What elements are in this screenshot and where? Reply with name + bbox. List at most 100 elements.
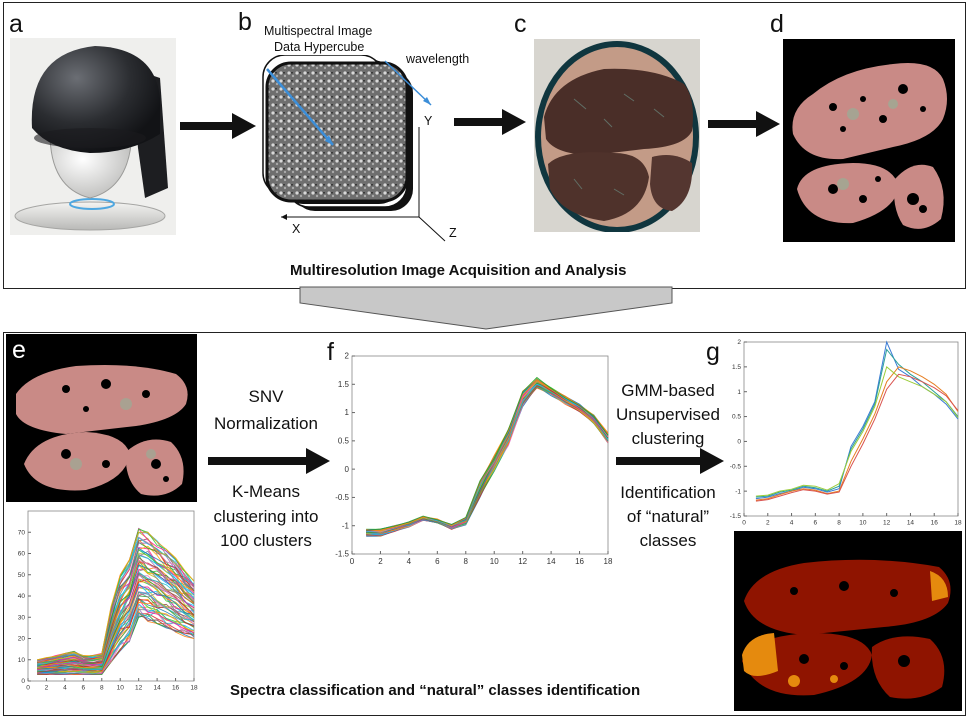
x-tick-label: 4 bbox=[407, 557, 412, 566]
arrow-e-to-f bbox=[208, 448, 330, 474]
arrow-a-to-b bbox=[180, 113, 256, 139]
hypercube-layers bbox=[262, 55, 413, 211]
y-tick-label: -1.5 bbox=[335, 550, 349, 559]
y-tick-label: 1.5 bbox=[338, 380, 350, 389]
x-tick-label: 12 bbox=[135, 685, 143, 692]
x-tick-label: 6 bbox=[82, 685, 86, 692]
petri-dish-photo bbox=[534, 39, 700, 232]
x-tick-label: 2 bbox=[45, 685, 49, 692]
bottom-section-frame bbox=[3, 332, 966, 716]
panel-label-g: g bbox=[706, 338, 720, 366]
axis-z-label: Z bbox=[449, 226, 457, 240]
y-tick-label: 30 bbox=[18, 614, 26, 621]
x-tick-label: 2 bbox=[766, 520, 770, 527]
x-tick-label: 8 bbox=[100, 685, 104, 692]
x-tick-label: 6 bbox=[435, 557, 440, 566]
normalized-spectrum-line bbox=[366, 376, 609, 531]
y-tick-label: 0.5 bbox=[338, 437, 350, 446]
class-map-image bbox=[734, 531, 962, 711]
class-spectrum-line-3 bbox=[755, 366, 959, 501]
imaging-device-image bbox=[10, 38, 176, 235]
arrow-b-to-c bbox=[454, 109, 526, 135]
y-tick-label: 1 bbox=[345, 408, 350, 417]
step-gmm-line1: GMM-based bbox=[621, 381, 715, 400]
wavelength-label: wavelength bbox=[406, 52, 470, 66]
x-tick-label: 12 bbox=[518, 557, 527, 566]
y-tick-label: 10 bbox=[18, 657, 26, 664]
tissue-image-e bbox=[6, 334, 197, 502]
arrow-f-to-g bbox=[616, 448, 724, 474]
y-tick-label: 50 bbox=[18, 572, 26, 579]
step-kmeans-line2: clustering into bbox=[213, 507, 319, 526]
x-tick-label: 18 bbox=[604, 557, 613, 566]
step-identification-line1: Identification bbox=[620, 483, 716, 502]
x-tick-label: 18 bbox=[954, 520, 962, 527]
y-tick-label: -1 bbox=[342, 521, 350, 530]
y-tick-label: -1.5 bbox=[730, 513, 742, 520]
y-tick-label: 70 bbox=[18, 529, 26, 536]
section-transition-chevron bbox=[299, 286, 673, 330]
x-tick-label: 10 bbox=[117, 685, 125, 692]
panel-label-f: f bbox=[327, 338, 334, 366]
x-tick-label: 0 bbox=[742, 520, 746, 527]
x-tick-label: 14 bbox=[547, 557, 556, 566]
bottom-section-caption: Spectra classification and “natural” cla… bbox=[230, 682, 641, 699]
x-tick-label: 6 bbox=[814, 520, 818, 527]
y-tick-label: 60 bbox=[18, 551, 26, 558]
step-snv-line2: Normalization bbox=[214, 414, 318, 433]
step-kmeans-line1: K-Means bbox=[231, 482, 301, 501]
y-tick-label: 40 bbox=[18, 593, 26, 600]
x-tick-label: 16 bbox=[575, 557, 584, 566]
x-tick-label: 12 bbox=[883, 520, 891, 527]
hypercube-title-line2: Data Hypercube bbox=[274, 40, 365, 54]
x-tick-label: 4 bbox=[63, 685, 67, 692]
step-gmm-line3: clustering bbox=[631, 429, 705, 448]
x-tick-label: 0 bbox=[350, 557, 355, 566]
y-tick-label: -1 bbox=[735, 488, 741, 495]
hypercube-title-line1: Multispectral Image bbox=[264, 24, 373, 38]
y-tick-label: 20 bbox=[18, 636, 26, 643]
step-identification-line2: of “natural” bbox=[626, 507, 710, 526]
panel-label-c: c bbox=[514, 10, 527, 38]
y-tick-label: 1.5 bbox=[732, 364, 741, 371]
x-tick-label: 10 bbox=[859, 520, 867, 527]
plot-area bbox=[351, 355, 609, 555]
spectrum-line bbox=[37, 550, 195, 664]
x-tick-label: 16 bbox=[172, 685, 180, 692]
spectrum-line bbox=[37, 552, 195, 664]
y-tick-label: -0.5 bbox=[730, 463, 742, 470]
x-tick-label: 16 bbox=[931, 520, 939, 527]
x-tick-label: 14 bbox=[907, 520, 915, 527]
y-tick-label: 0 bbox=[345, 465, 350, 474]
step-identification-line3: classes bbox=[639, 531, 697, 550]
x-tick-label: 10 bbox=[490, 557, 499, 566]
top-section-caption: Multiresolution Image Acquisition and An… bbox=[290, 262, 627, 279]
y-tick-label: 0.5 bbox=[732, 414, 741, 421]
y-tick-label: 2 bbox=[345, 352, 350, 361]
panel-label-d: d bbox=[770, 10, 784, 38]
y-tick-label: 0 bbox=[737, 439, 741, 446]
plot-area bbox=[743, 341, 959, 517]
segmented-tissue-image bbox=[783, 39, 955, 242]
x-tick-label: 0 bbox=[26, 685, 30, 692]
step-gmm-line2: Unsupervised bbox=[616, 405, 720, 424]
y-tick-label: 2 bbox=[737, 339, 741, 346]
axis-x-label: X bbox=[292, 222, 301, 236]
arrow-c-to-d bbox=[708, 111, 780, 137]
panel-label-b: b bbox=[238, 8, 252, 36]
axis-y-label: Y bbox=[424, 114, 433, 128]
y-tick-label: 0 bbox=[21, 678, 25, 685]
class-spectrum-line-4 bbox=[755, 366, 959, 497]
panel-label-e: e bbox=[12, 336, 26, 364]
y-tick-label: -0.5 bbox=[335, 493, 349, 502]
class-spectrum-line-2 bbox=[755, 348, 959, 498]
x-tick-label: 8 bbox=[837, 520, 841, 527]
step-snv-line1: SNV bbox=[248, 387, 284, 406]
x-tick-label: 2 bbox=[378, 557, 383, 566]
panel-label-a: a bbox=[9, 10, 23, 38]
x-tick-label: 4 bbox=[790, 520, 794, 527]
step-kmeans-line3: 100 clusters bbox=[220, 531, 312, 550]
class-spectrum-line-5 bbox=[755, 373, 959, 502]
x-tick-label: 8 bbox=[464, 557, 469, 566]
